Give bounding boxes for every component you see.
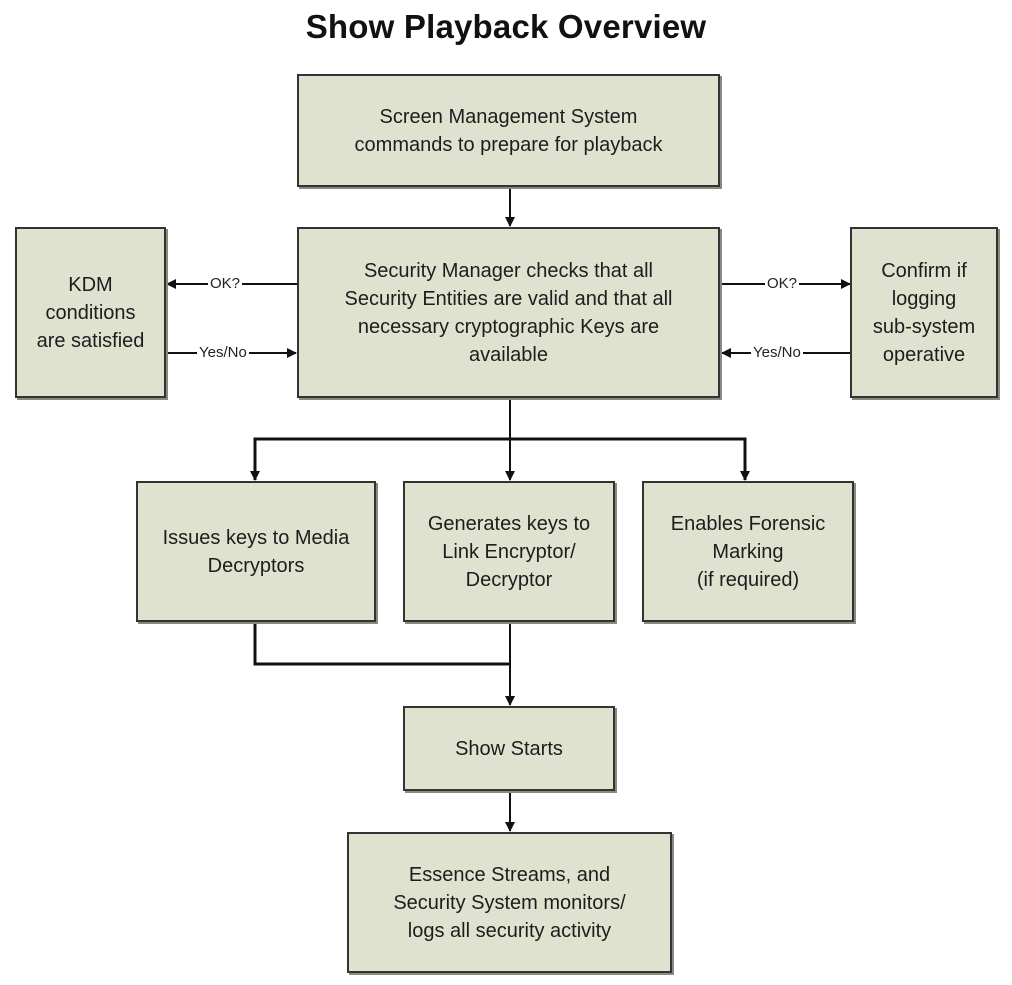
node-kdm: KDM conditions are satisfied	[15, 227, 166, 398]
node-link-encryptor: Generates keys to Link Encryptor/ Decryp…	[403, 481, 615, 622]
diagram-title: Show Playback Overview	[305, 8, 707, 45]
edge-label-to-logging: OK?	[765, 275, 800, 292]
node-media-decryptors: Issues keys to Media Decryptors	[136, 481, 376, 622]
node-logging: Confirm if logging sub-system operative	[850, 227, 998, 398]
node-security-manager: Security Manager checks that all Securit…	[297, 227, 720, 398]
edge-branch-bar	[253, 437, 747, 479]
node-essence: Essence Streams, and Security System mon…	[347, 832, 672, 973]
edge-label-from-logging: Yes/No	[751, 344, 803, 361]
edge-media-merge	[253, 622, 510, 666]
node-show-starts: Show Starts	[403, 706, 615, 791]
edge-label-from-kdm: Yes/No	[197, 344, 249, 361]
node-forensic: Enables Forensic Marking (if required)	[642, 481, 854, 622]
edge-label-to-kdm: OK?	[208, 275, 243, 292]
node-sms: Screen Management System commands to pre…	[297, 74, 720, 187]
